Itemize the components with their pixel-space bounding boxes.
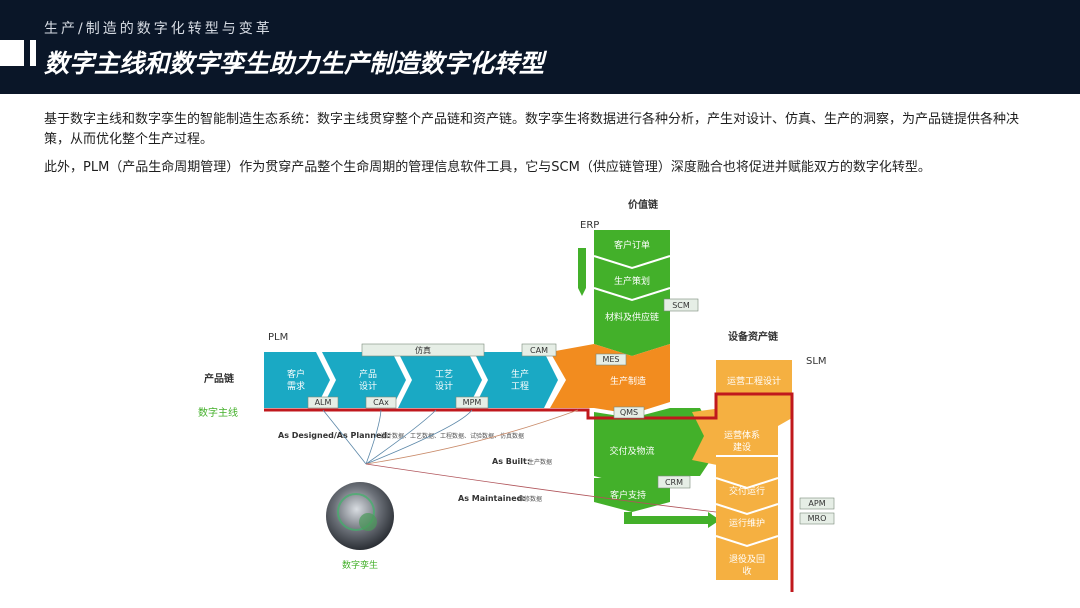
tag-mro: MRO bbox=[808, 514, 827, 523]
support-label: 客户支持 bbox=[610, 489, 646, 501]
plm-label: PLM bbox=[268, 332, 288, 343]
asset-step-ops-system: 运营体系 bbox=[724, 429, 760, 441]
tag-mpm: MPM bbox=[463, 398, 482, 407]
erp-label: ERP bbox=[580, 220, 599, 231]
svg-text:工艺: 工艺 bbox=[435, 369, 453, 380]
asset-chain-label: 设备资产链 bbox=[728, 330, 779, 343]
asset-step-eng-design: 运营工程设计 bbox=[727, 375, 781, 387]
asset-step-maintenance: 运行维护 bbox=[729, 517, 765, 529]
value-step-supply: 材料及供应链 bbox=[605, 311, 659, 323]
svg-text:工程: 工程 bbox=[511, 381, 529, 392]
delivery-label: 交付及物流 bbox=[609, 445, 654, 457]
tag-sim-box bbox=[361, 343, 485, 357]
tag-scm: SCM bbox=[672, 301, 690, 310]
tag-alm: ALM bbox=[315, 398, 332, 407]
as-designed-label: As Designed/As Planned: bbox=[278, 431, 390, 440]
svg-text:生产: 生产 bbox=[511, 368, 529, 380]
slm-label: SLM bbox=[806, 356, 827, 367]
header-accent-block bbox=[0, 40, 24, 66]
as-built-label: As Built: bbox=[492, 457, 530, 466]
intro-paragraph: 基于数字主线和数字孪生的智能制造生态系统：数字主线贯穿整个产品链和资产链。数字孪… bbox=[44, 112, 1020, 147]
tag-qms: QMS bbox=[620, 408, 638, 417]
asset-step-retirement: 退役及回 bbox=[729, 553, 765, 565]
value-chain-label: 价值链 bbox=[628, 198, 659, 211]
as-designed-sub: 设计数据、工艺数据、工程数据、试验数据、仿真数据 bbox=[380, 432, 524, 440]
page-title: 数字主线和数字孪生助力生产制造数字化转型 bbox=[44, 49, 545, 78]
asset-chain-column bbox=[716, 360, 792, 580]
tag-sim: 仿真 bbox=[415, 345, 431, 355]
erp-marker bbox=[578, 248, 586, 296]
step-product-design bbox=[322, 352, 406, 408]
tag-apm: APM bbox=[808, 499, 825, 508]
support-block bbox=[594, 478, 670, 512]
as-maintained-sub: 维修数据 bbox=[518, 495, 542, 503]
svg-text:设计: 设计 bbox=[435, 380, 453, 392]
svg-text:建设: 建设 bbox=[733, 441, 751, 453]
as-built-sub: 生产数据 bbox=[528, 458, 552, 466]
digital-thread-label: 数字主线 bbox=[198, 406, 238, 419]
digital-twin-label: 数字孪生 bbox=[342, 559, 378, 571]
product-chain-label: 产品链 bbox=[204, 372, 235, 385]
header-banner: 生产/制造的数字化转型与变革 数字主线和数字孪生助力生产制造数字化转型 bbox=[0, 0, 1080, 94]
svg-text:收: 收 bbox=[742, 565, 751, 577]
header-accent-stripe bbox=[30, 40, 36, 66]
support-arrow bbox=[708, 512, 720, 528]
digital-twin-sphere bbox=[326, 482, 394, 550]
section-eyebrow: 生产/制造的数字化转型与变革 bbox=[44, 21, 273, 37]
asset-chain-entry bbox=[692, 408, 722, 466]
svg-text:需求: 需求 bbox=[287, 380, 305, 392]
svg-text:客户: 客户 bbox=[287, 368, 305, 380]
step-process-design bbox=[398, 352, 482, 408]
manufacturing-label: 生产制造 bbox=[610, 375, 646, 387]
asset-step-delivery-run: 交付运行 bbox=[729, 485, 765, 497]
tag-crm: CRM bbox=[665, 478, 683, 487]
manufacturing-block bbox=[550, 344, 670, 414]
digital-thread-line bbox=[264, 392, 794, 592]
svg-text:设计: 设计 bbox=[359, 380, 377, 392]
step-production-eng bbox=[474, 352, 558, 408]
svg-text:产品: 产品 bbox=[359, 368, 377, 380]
value-step-planning: 生产策划 bbox=[614, 275, 650, 287]
plm-paragraph: 此外，PLM（产品生命周期管理）作为贯穿产品整个生命周期的管理信息软件工具，它与… bbox=[44, 160, 931, 175]
value-step-order: 客户订单 bbox=[614, 239, 650, 251]
tag-mes: MES bbox=[602, 355, 619, 364]
step-customer-needs bbox=[264, 352, 330, 408]
tag-cam: CAM bbox=[530, 346, 548, 355]
digital-thread-diagram: 价值链 ERP PLM SLM 设备资产链 产品链 数字主线 客户订单 生产策划… bbox=[180, 196, 840, 596]
delivery-block bbox=[594, 408, 720, 486]
diagram-svg: 价值链 ERP PLM SLM 设备资产链 产品链 数字主线 客户订单 生产策划… bbox=[198, 198, 835, 592]
tag-cax: CAx bbox=[373, 398, 389, 407]
as-maintained-label: As Maintained: bbox=[458, 494, 526, 503]
